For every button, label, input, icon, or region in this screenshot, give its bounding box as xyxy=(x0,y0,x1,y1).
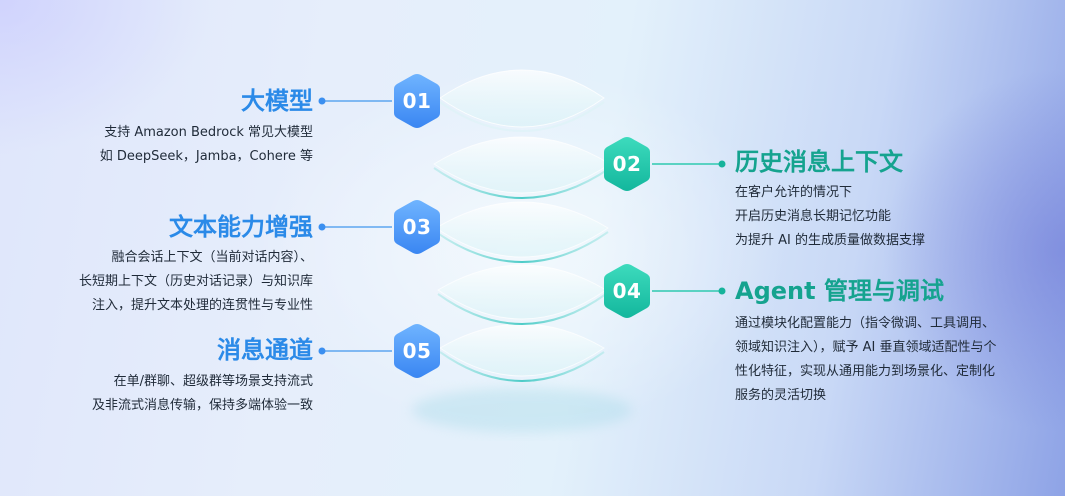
description-line: 开启历史消息长期记忆功能 xyxy=(735,209,892,224)
item-title-large-model: 大模型 xyxy=(241,87,313,115)
item-title-agent-management: Agent 管理与调试 xyxy=(735,277,944,305)
description-line: 领域知识注入），赋予 AI 垂直领域适配性与个 xyxy=(735,340,997,355)
hexagon-number: 01 xyxy=(402,89,432,113)
item-description-large-model: 支持 Amazon Bedrock 常见大模型 如 DeepSeek，Jamba… xyxy=(100,121,313,169)
hexagon-number: 04 xyxy=(612,279,642,303)
description-line: 融合会话上下文（当前对话内容）、 xyxy=(111,250,313,265)
item-description-text-enhancement: 融合会话上下文（当前对话内容）、 长短期上下文（历史对话记录）与知识库 注入，提… xyxy=(79,246,313,318)
glass-layer-3 xyxy=(435,201,609,263)
hexagon-badge-04: 04 xyxy=(602,262,652,320)
hexagon-number: 05 xyxy=(402,339,432,363)
description-line: 通过模块化配置能力（指令微调、工具调用、 xyxy=(735,316,996,331)
description-line: 长短期上下文（历史对话记录）与知识库 xyxy=(78,274,313,289)
description-line: 在单/群聊、超级群等场景支持流式 xyxy=(113,374,313,389)
glass-layer-1 xyxy=(439,69,605,132)
glass-layer-2 xyxy=(433,136,611,199)
item-description-history-context: 在客户允许的情况下 开启历史消息长期记忆功能 为提升 AI 的生成质量做数据支撑 xyxy=(735,181,925,253)
blue-hexagon-icon xyxy=(394,324,440,378)
hexagon-number: 02 xyxy=(612,152,642,176)
item-title-text-enhancement: 文本能力增强 xyxy=(169,213,313,241)
description-line: 为提升 AI 的生成质量做数据支撑 xyxy=(735,233,925,248)
hexagon-badge-01: 01 xyxy=(392,72,442,130)
description-line: 如 DeepSeek，Jamba，Cohere 等 xyxy=(99,149,313,164)
description-line: 支持 Amazon Bedrock 常见大模型 xyxy=(104,125,313,140)
description-line: 服务的灵活切换 xyxy=(735,388,827,403)
description-line: 在客户允许的情况下 xyxy=(735,185,853,200)
hexagon-badge-03: 03 xyxy=(392,198,442,256)
glass-layer-4 xyxy=(437,264,607,325)
hexagon-badge-05: 05 xyxy=(392,322,442,380)
item-description-message-channel: 在单/群聊、超级群等场景支持流式 及非流式消息传输，保持多端体验一致 xyxy=(92,370,313,418)
description-line: 性化特征，实现从通用能力到场景化、定制化 xyxy=(735,364,996,379)
blue-hexagon-icon xyxy=(394,74,440,128)
hexagon-badge-02: 02 xyxy=(602,135,652,193)
description-line: 及非流式消息传输，保持多端体验一致 xyxy=(91,398,313,413)
item-title-message-channel: 消息通道 xyxy=(217,336,313,364)
item-description-agent-management: 通过模块化配置能力（指令微调、工具调用、 领域知识注入），赋予 AI 垂直领域适… xyxy=(735,312,997,408)
green-hexagon-icon xyxy=(604,137,650,191)
green-hexagon-icon xyxy=(604,264,650,318)
item-title-history-context: 历史消息上下文 xyxy=(735,148,903,176)
glass-layer-5 xyxy=(439,323,605,382)
connector-lines xyxy=(318,97,726,355)
blue-hexagon-icon xyxy=(394,200,440,254)
description-line: 注入，提升文本处理的连贯性与专业性 xyxy=(91,298,313,313)
hexagon-number: 03 xyxy=(402,215,432,239)
